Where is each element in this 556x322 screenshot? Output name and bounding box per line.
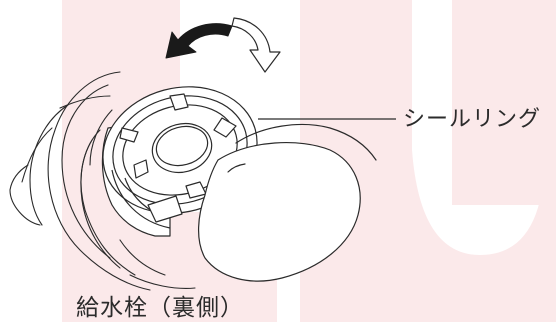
seal-ring-label: シールリング <box>403 107 542 132</box>
rotate-left-arrow-icon <box>165 23 233 59</box>
rotate-right-arrow-icon <box>231 17 281 73</box>
faucet-body <box>9 71 196 291</box>
faucet-back-caption: 給水栓（裏側） <box>76 295 244 321</box>
hand-shape <box>197 123 377 282</box>
